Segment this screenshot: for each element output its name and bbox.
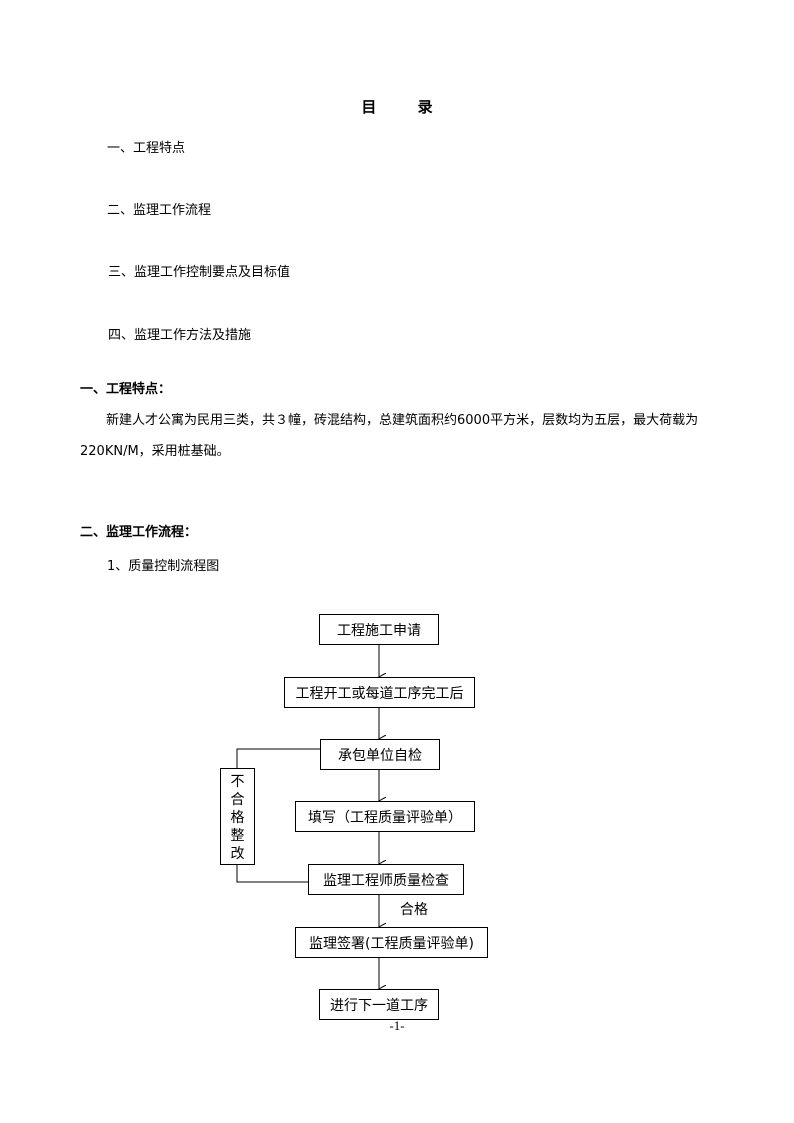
flow-step-5: 监理工程师质量检查	[308, 864, 464, 895]
section2-subheading: 1、质量控制流程图	[107, 559, 220, 574]
pass-label: 合格	[400, 902, 428, 918]
section2-heading: 二、监理工作流程：	[80, 525, 198, 540]
flow-step-2: 工程开工或每道工序完工后	[284, 677, 475, 708]
section1-paragraph: 新建人才公寓为民用三类，共３幢，砖混结构，总建筑面积约6000平方米，层数均为五…	[80, 413, 699, 459]
reject-label: 不合格整改	[220, 768, 255, 865]
page-number: -1-	[389, 1018, 405, 1033]
toc-item-3: 三、监理工作控制要点及目标值	[108, 265, 291, 280]
toc-item-2: 二、监理工作流程	[107, 203, 212, 218]
flow-step-7: 进行下一道工序	[319, 989, 439, 1020]
toc-item-4: 四、监理工作方法及措施	[108, 328, 252, 343]
toc-title: 目 录	[361, 98, 451, 116]
flow-step-4: 填写（工程质量评验单）	[295, 801, 475, 832]
flow-step-6: 监理签署(工程质量评验单)	[295, 927, 488, 958]
flow-step-3: 承包单位自检	[320, 739, 440, 770]
toc-item-1: 一、工程特点	[107, 141, 186, 156]
section1-heading: 一、工程特点：	[80, 382, 172, 397]
flow-step-1: 工程施工申请	[319, 614, 439, 645]
